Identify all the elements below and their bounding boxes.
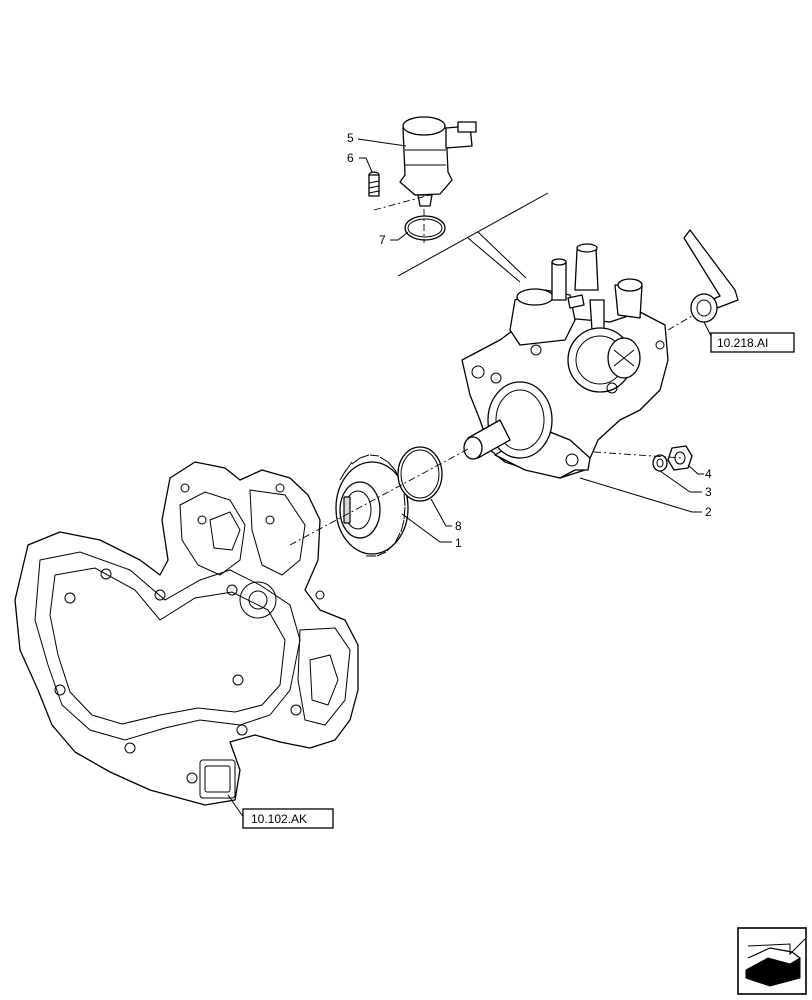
reference-box-fuel-line[interactable]: 10.218.AI bbox=[710, 332, 795, 353]
reference-label-fuel-line: 10.218.AI bbox=[717, 336, 768, 350]
leader-lines bbox=[227, 138, 717, 819]
screw bbox=[368, 171, 380, 197]
callout-1: 1 bbox=[455, 536, 462, 550]
high-pressure-pump bbox=[461, 243, 669, 479]
centerlines bbox=[289, 194, 693, 546]
callout-8: 8 bbox=[455, 519, 462, 533]
metering-solenoid bbox=[399, 116, 477, 207]
o-ring-pump bbox=[397, 446, 443, 502]
o-ring-solenoid bbox=[404, 215, 446, 241]
gear-housing bbox=[14, 461, 359, 806]
callout-labels: 1 2 3 4 5 6 7 8 bbox=[347, 131, 712, 550]
break-lines bbox=[397, 192, 549, 283]
callout-2: 2 bbox=[705, 505, 712, 519]
callout-6: 6 bbox=[347, 151, 354, 165]
next-page-arrow-icon[interactable] bbox=[737, 927, 807, 995]
washer bbox=[652, 454, 668, 472]
callout-4: 4 bbox=[705, 467, 712, 481]
callout-5: 5 bbox=[347, 131, 354, 145]
fuel-line bbox=[683, 229, 739, 323]
reference-box-housing[interactable]: 10.102.AK bbox=[242, 808, 334, 829]
callout-7: 7 bbox=[379, 233, 386, 247]
drive-gear bbox=[335, 454, 409, 557]
reference-label-housing: 10.102.AK bbox=[251, 812, 307, 826]
callout-3: 3 bbox=[705, 485, 712, 499]
